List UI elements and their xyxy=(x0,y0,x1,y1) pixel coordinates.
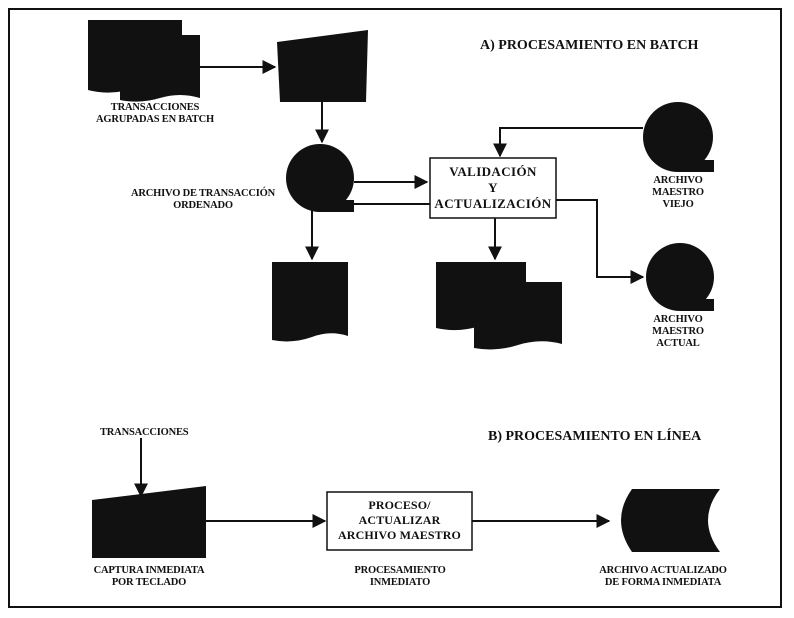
immediate-processing-label: PROCESAMIENTO INMEDIATO xyxy=(354,565,446,588)
report-document-icon xyxy=(272,262,348,342)
validation-process-box xyxy=(429,157,557,219)
validation-process-text: VALIDACIÓN Y ACTUALIZACIÓN xyxy=(434,164,552,211)
old-master-label: ARCHIVO MAESTRO VIEJO xyxy=(652,175,704,210)
update-process-text: PROCESO/ ACTUALIZAR ARCHIVO MAESTRO xyxy=(338,498,461,542)
keyboard-capture-label: CAPTURA INMEDIATA POR TECLADO xyxy=(93,565,205,588)
updated-file-label: ARCHIVO ACTUALIZADO DE FORMA INMEDIATA xyxy=(599,565,727,588)
batch-transactions-label: TRANSACCIONES AGRUPADAS EN BATCH xyxy=(96,102,214,125)
direct-access-storage-icon xyxy=(621,489,720,552)
online-transactions-label: TRANSACCIONES xyxy=(100,427,189,438)
online-arrows xyxy=(134,438,611,528)
sorted-file-label: ARCHIVO DE TRANSACCIÓN ORDENADO xyxy=(131,188,275,211)
old-master-tape-icon xyxy=(643,102,714,172)
current-master-label: ARCHIVO MAESTRO ACTUAL xyxy=(652,314,704,349)
online-title: B) PROCESAMIENTO EN LÍNEA xyxy=(488,429,702,444)
diagram-frame xyxy=(8,8,782,608)
sorted-transaction-tape-icon xyxy=(286,144,354,212)
current-master-tape-icon xyxy=(646,243,714,311)
batch-documents-icon xyxy=(88,20,200,102)
batch-manual-input-icon xyxy=(277,30,368,102)
keyboard-input-icon xyxy=(92,486,206,558)
batch-title: A) PROCESAMIENTO EN BATCH xyxy=(480,38,699,53)
batch-arrows xyxy=(200,60,645,284)
stacked-reports-icon xyxy=(436,262,562,350)
